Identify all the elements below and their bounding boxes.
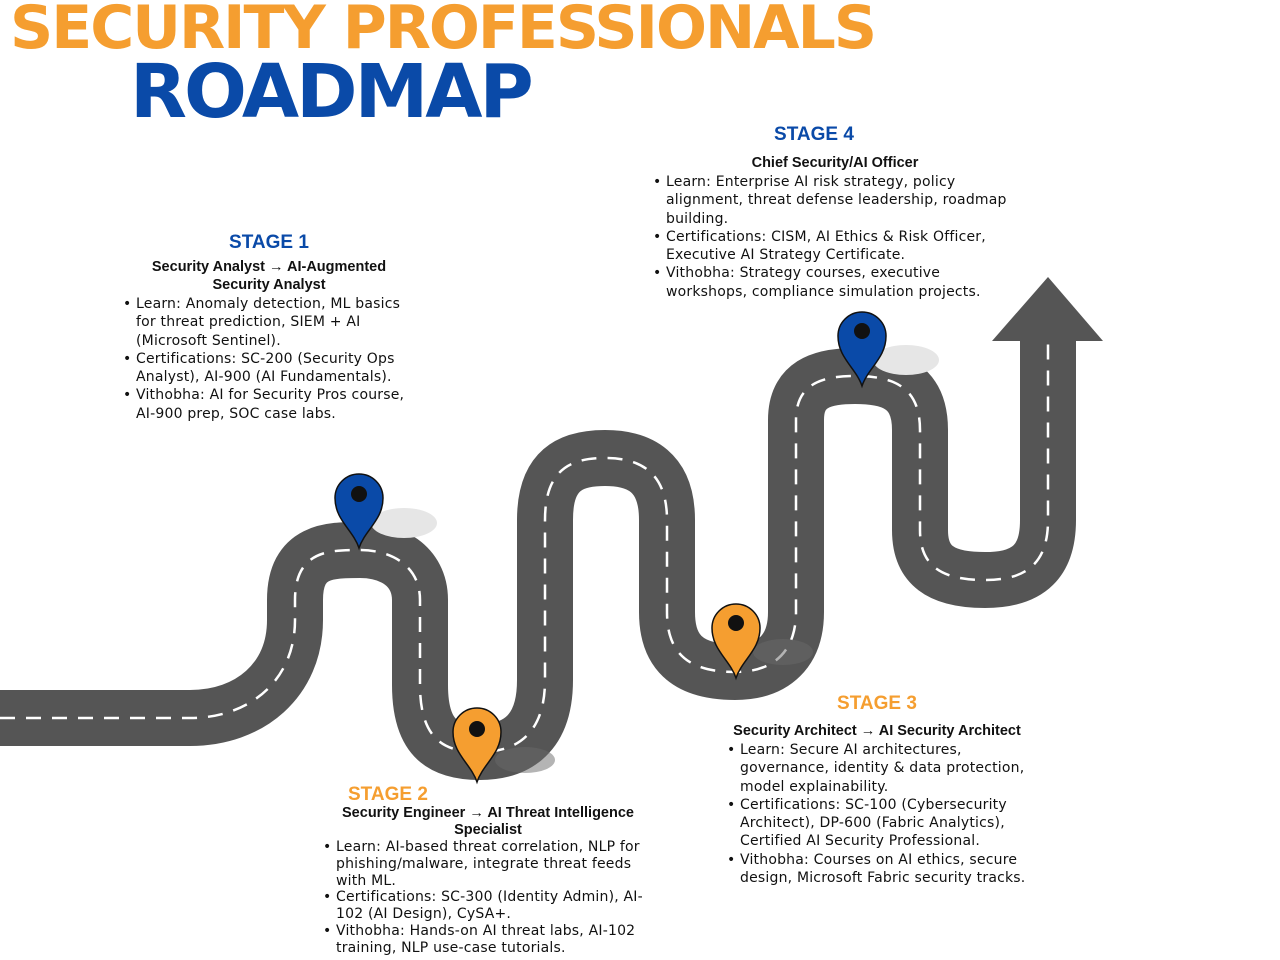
- stage-2-learn: Learn: AI-based threat correlation, NLP …: [323, 839, 653, 889]
- stage-2-location-pin-icon: [452, 707, 502, 785]
- stage-2-bullets: Learn: AI-based threat correlation, NLP …: [323, 839, 653, 957]
- stage-1-panel: STAGE 1 Security Analyst → AI-Augmented …: [123, 232, 415, 423]
- stage-4-certifications: Certifications: CISM, AI Ethics & Risk O…: [653, 228, 1025, 265]
- stage-3-location-pin-icon: [711, 603, 761, 681]
- stage-1-bullets: Learn: Anomaly detection, ML basics for …: [123, 295, 415, 423]
- stage-1-vithobha: Vithobha: AI for Security Pros course, A…: [123, 386, 415, 423]
- pin-shadow: [873, 345, 939, 375]
- stage-4-role: Chief Security/AI Officer: [751, 155, 919, 171]
- stage-2-role: Security Engineer → AI Threat Intelligen…: [342, 805, 634, 838]
- road-arrow-head-icon: [992, 277, 1103, 341]
- stage-1-role: Security Analyst → AI-Augmented Security…: [151, 259, 387, 293]
- stage-3-label: STAGE 3: [837, 693, 917, 714]
- pin-shadow: [371, 508, 437, 538]
- stage-2-panel: STAGE 2 Security Engineer → AI Threat In…: [323, 785, 653, 957]
- stage-4-learn: Learn: Enterprise AI risk strategy, poli…: [653, 173, 1025, 228]
- stage-4-location-pin-icon: [837, 311, 887, 389]
- stage-3-role: Security Architect → AI Security Archite…: [733, 723, 1021, 739]
- stage-3-bullets: Learn: Secure AI architectures, governan…: [727, 741, 1027, 887]
- stage-4-label: STAGE 4: [774, 124, 854, 145]
- stage-1-certifications: Certifications: SC-200 (Security Ops Ana…: [123, 350, 415, 387]
- stage-1-label: STAGE 1: [229, 232, 309, 253]
- stage-2-label: STAGE 2: [348, 784, 428, 805]
- stage-2-certifications: Certifications: SC-300 (Identity Admin),…: [323, 889, 653, 923]
- stage-1-learn: Learn: Anomaly detection, ML basics for …: [123, 295, 415, 350]
- roadmap-title-line-1: SECURITY PROFESSIONALS: [10, 0, 877, 63]
- stage-3-certifications: Certifications: SC-100 (Cybersecurity Ar…: [727, 796, 1027, 851]
- stage-4-vithobha: Vithobha: Strategy courses, executive wo…: [653, 264, 1025, 301]
- stage-3-learn: Learn: Secure AI architectures, governan…: [727, 741, 1027, 796]
- stage-1-location-pin-icon: [334, 473, 384, 551]
- road-center-line: [0, 340, 1050, 754]
- pin-shadow: [753, 639, 813, 665]
- stage-4-panel: STAGE 4 Chief Security/AI Officer Learn:…: [653, 124, 1025, 301]
- roadmap-title-line-2: ROADMAP: [130, 49, 534, 135]
- stage-2-vithobha: Vithobha: Hands-on AI threat labs, AI-10…: [323, 923, 653, 957]
- stage-4-bullets: Learn: Enterprise AI risk strategy, poli…: [653, 173, 1025, 301]
- pin-shadow: [495, 747, 555, 773]
- stage-3-vithobha: Vithobha: Courses on AI ethics, secure d…: [727, 851, 1027, 888]
- stage-3-panel: STAGE 3 Security Architect → AI Security…: [727, 693, 1027, 887]
